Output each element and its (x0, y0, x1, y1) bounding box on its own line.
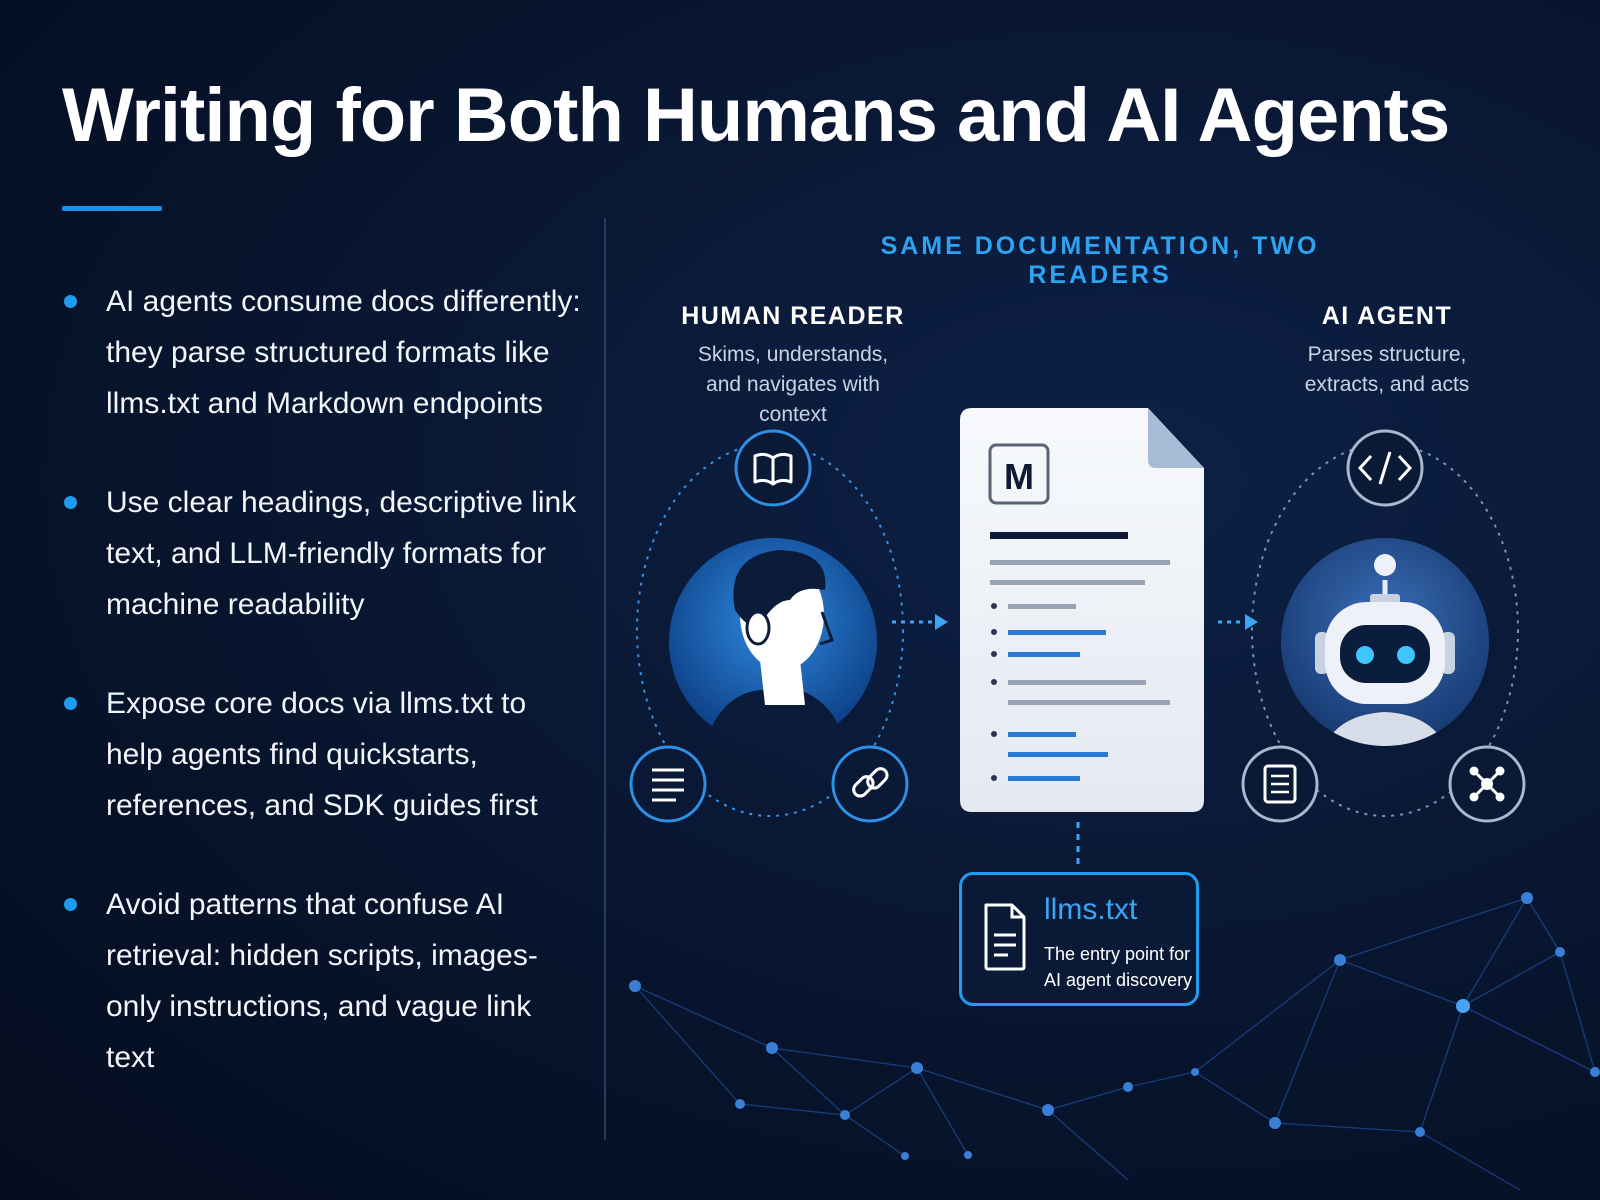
link-icon (831, 745, 909, 823)
human-reader-subtitle: Skims, understands, and navigates with c… (697, 343, 889, 426)
bullet-text: Avoid patterns that confuse AI retrieval… (106, 888, 538, 1074)
bullet-dot (64, 697, 77, 710)
arrow-human-to-doc (892, 614, 948, 630)
markdown-badge: M (1004, 456, 1034, 497)
agent-subtitle: Parses structure, extracts, and acts (1304, 343, 1470, 396)
page-title: Writing for Both Humans and AI Agents (62, 73, 1450, 158)
code-icon (1346, 429, 1424, 507)
title-underline (62, 206, 162, 211)
bullet-item: AI agents consume docs differently: they… (62, 276, 582, 429)
list-icon (629, 745, 707, 823)
section-title: SAME DOCUMENTATION, TWO READERS (880, 232, 1320, 289)
book-icon (734, 429, 812, 507)
bullet-dot (64, 295, 77, 308)
llms-card: llms.txt The entry point for AI agent di… (959, 872, 1199, 1006)
agent-title: AI AGENT (1321, 302, 1453, 330)
robot-icon (1281, 538, 1489, 746)
network-background (634, 897, 1596, 1191)
llms-description: The entry point for AI agent discovery (1044, 944, 1193, 990)
column-divider (604, 218, 606, 1140)
bullet-item: Expose core docs via llms.txt to help ag… (62, 678, 582, 831)
person-icon (669, 538, 877, 746)
bullet-text: Expose core docs via llms.txt to help ag… (106, 687, 538, 822)
file-icon (984, 903, 1026, 971)
network-nodes (629, 892, 1600, 1160)
bullet-item: Avoid patterns that confuse AI retrieval… (62, 879, 582, 1083)
markdown-document-icon (960, 408, 1204, 812)
bullet-text: Use clear headings, descriptive link tex… (106, 486, 577, 621)
network-icon (1448, 745, 1526, 823)
bullet-list: AI agents consume docs differently: they… (62, 276, 582, 1131)
bullet-item: Use clear headings, descriptive link tex… (62, 477, 582, 630)
document-list-icon (1241, 745, 1319, 823)
arrow-doc-to-agent (1218, 614, 1258, 630)
bullet-dot (64, 898, 77, 911)
llms-title: llms.txt (1044, 893, 1138, 926)
bullet-dot (64, 496, 77, 509)
human-reader-title: HUMAN READER (681, 302, 905, 330)
bullet-text: AI agents consume docs differently: they… (106, 285, 581, 420)
